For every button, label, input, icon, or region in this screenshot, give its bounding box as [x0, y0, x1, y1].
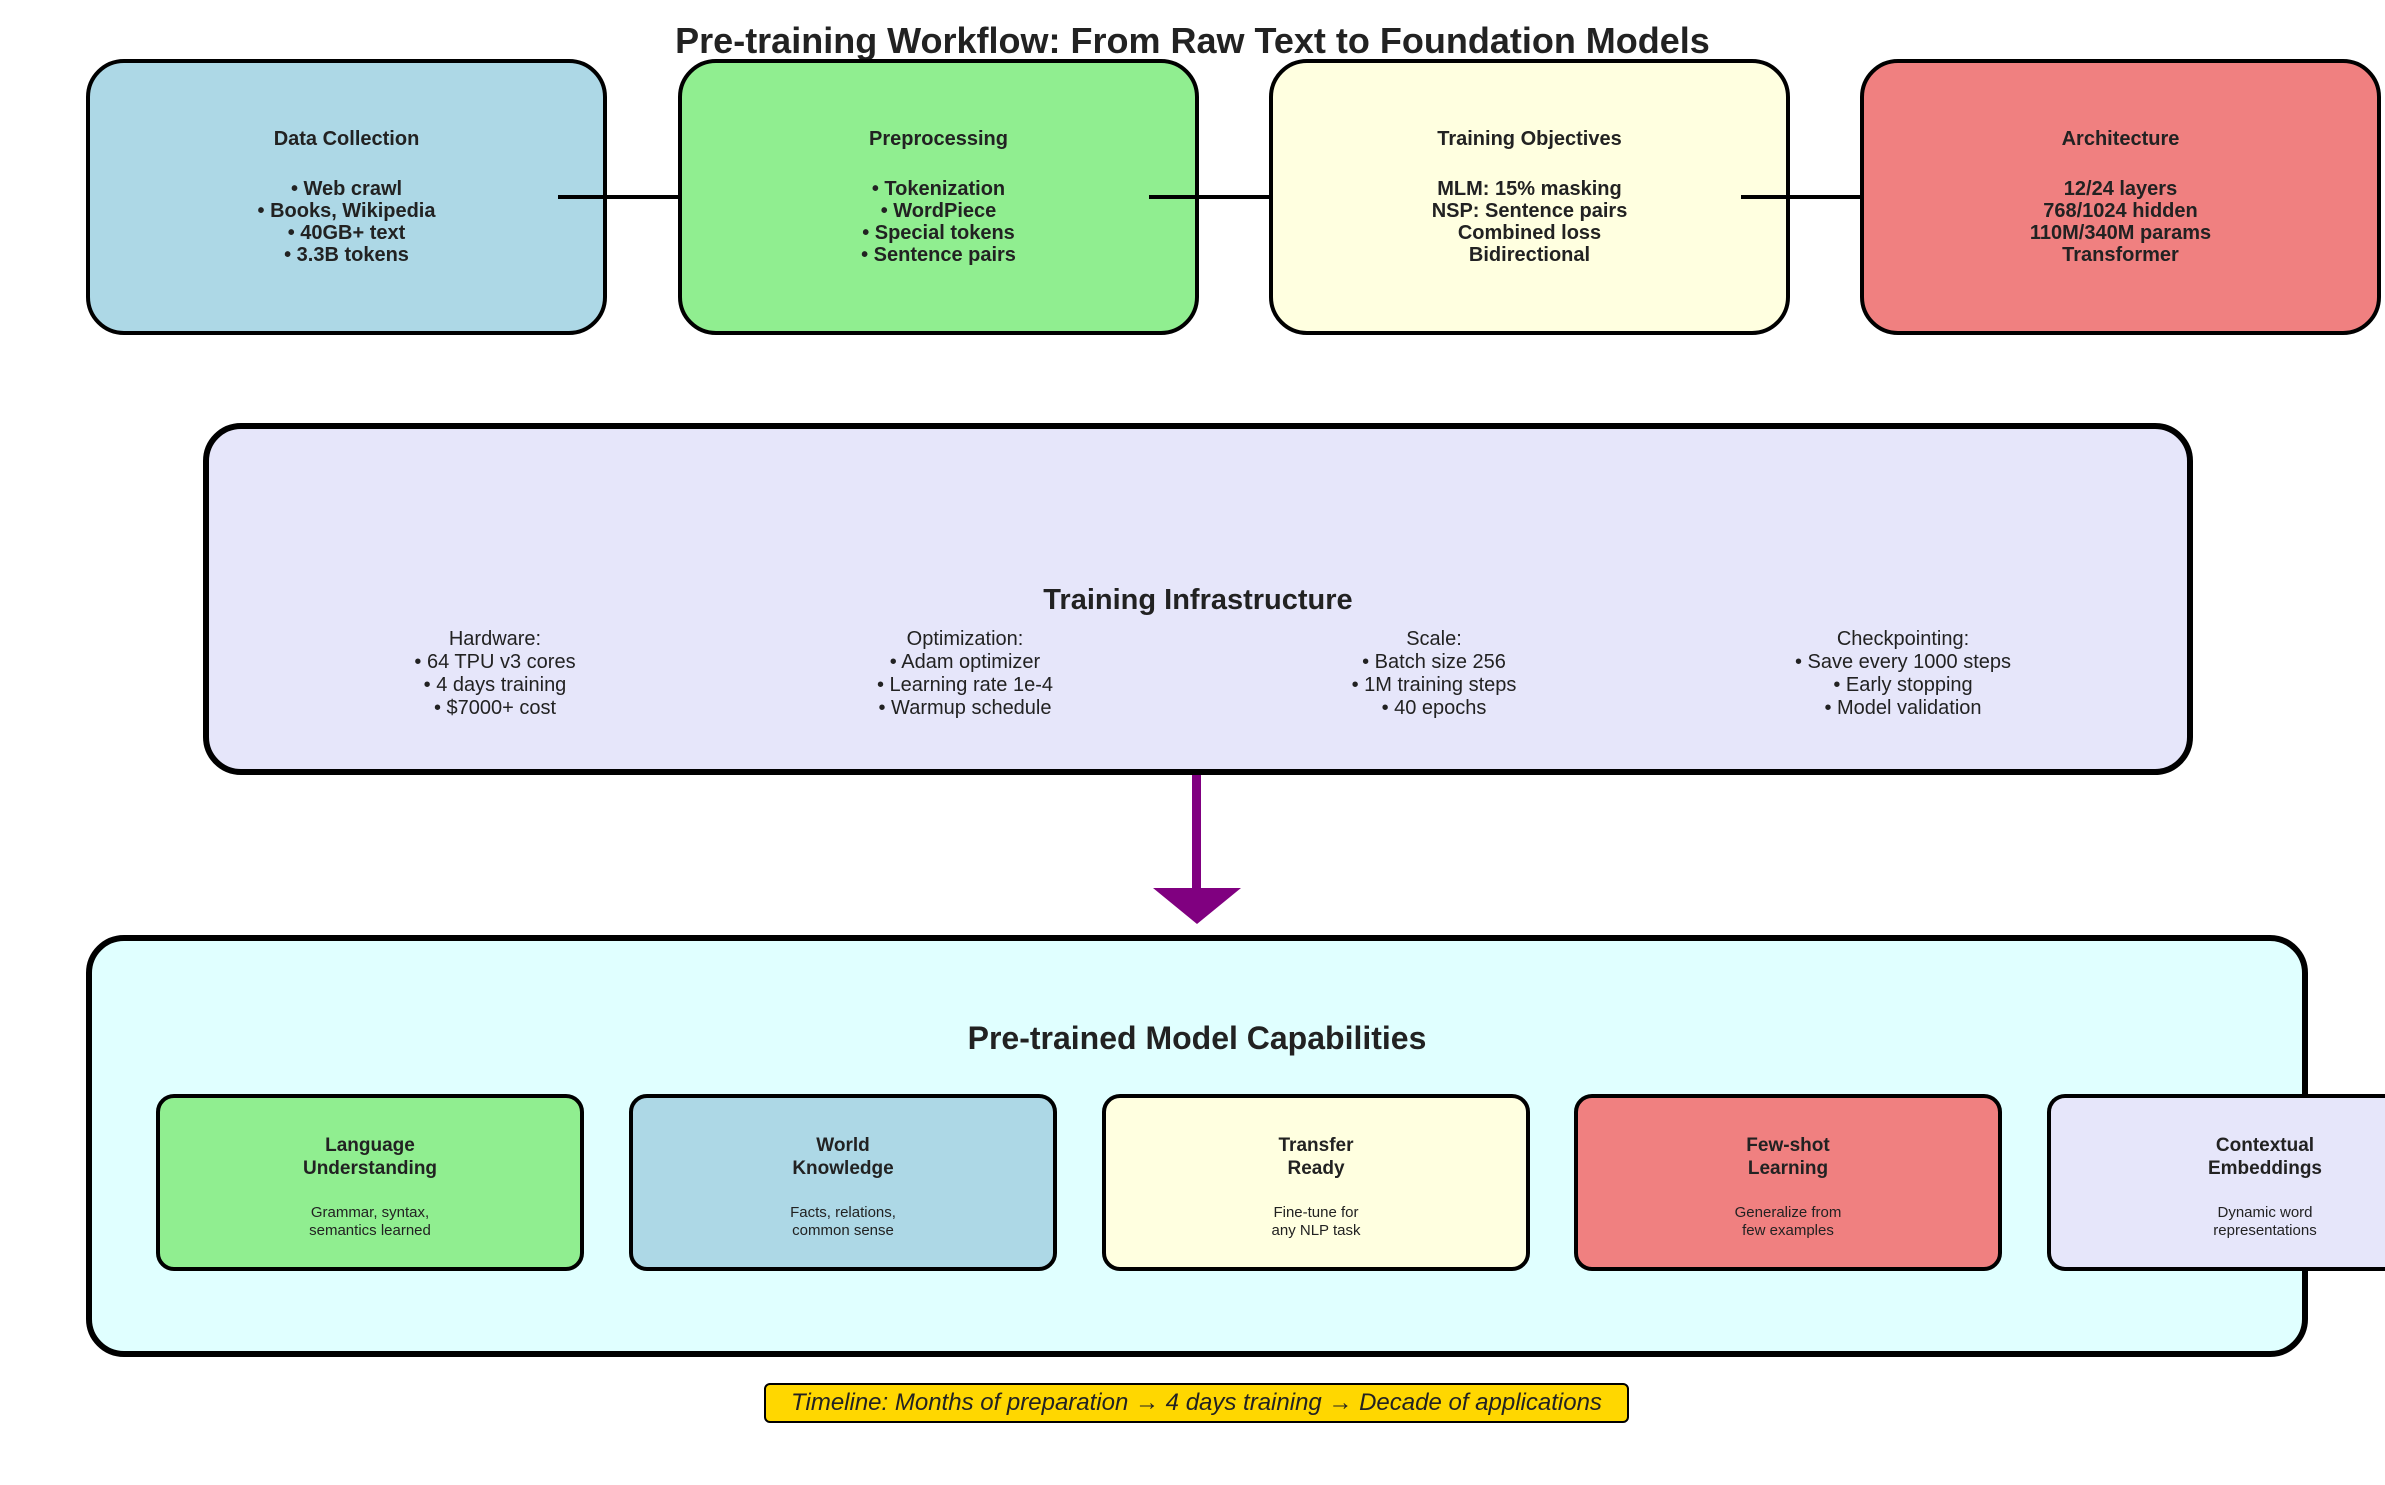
infra-line: • Warmup schedule — [878, 697, 1052, 719]
capability-desc-line: representations — [2213, 1222, 2317, 1239]
capability-title: Language Understanding — [160, 1134, 580, 1180]
infra-heading: Scale: — [1406, 628, 1462, 650]
infra-line: • Batch size 256 — [1362, 651, 1506, 673]
capability-title-line: Understanding — [302, 1158, 438, 1179]
diagram-title: Pre-training Workflow: From Raw Text to … — [675, 20, 1710, 61]
infra-line: • Early stopping — [1833, 674, 1973, 696]
stage-line: 110M/340M params — [2029, 222, 2212, 244]
capability-description: Generalize from few examples — [1578, 1204, 1998, 1240]
capability-desc-line: any NLP task — [1271, 1222, 1361, 1239]
stage-line: • Special tokens — [862, 222, 1015, 244]
capability-desc-line: Fine-tune for — [1273, 1204, 1359, 1221]
capability-title-line: Language — [325, 1135, 415, 1156]
panel-title: Pre-trained Model Capabilities — [967, 1020, 1427, 1056]
stage-line: • WordPiece — [880, 200, 997, 222]
capability-world-knowledge: World Knowledge Facts, relations, common… — [629, 1094, 1057, 1271]
infra-line: • 1M training steps — [1351, 674, 1517, 696]
capability-title-line: Ready — [1287, 1158, 1345, 1179]
capability-title: Transfer Ready — [1106, 1134, 1526, 1180]
flow-arrow-shaft — [1192, 775, 1201, 890]
stage-line: • Sentence pairs — [861, 244, 1016, 266]
infra-line: • 4 days training — [423, 674, 567, 696]
capability-language-understanding: Language Understanding Grammar, syntax, … — [156, 1094, 584, 1271]
capability-desc-line: Grammar, syntax, — [310, 1204, 430, 1221]
capability-title: Few-shot Learning — [1578, 1134, 1998, 1180]
capability-desc-line: semantics learned — [309, 1222, 431, 1239]
capability-title-line: Few-shot — [1746, 1135, 1830, 1156]
capability-description: Grammar, syntax, semantics learned — [160, 1204, 580, 1240]
timeline-banner: Timeline: Months of preparation → 4 days… — [764, 1383, 1629, 1423]
infra-line: • Adam optimizer — [889, 651, 1041, 673]
stage-line: • 3.3B tokens — [284, 244, 409, 266]
capability-title: Contextual Embeddings — [2051, 1134, 2385, 1180]
capability-title-line: World — [816, 1135, 870, 1156]
capability-title-line: Transfer — [1278, 1135, 1354, 1156]
capability-desc-line: Generalize from — [1734, 1204, 1842, 1221]
stage-lines: • Web crawl • Books, Wikipedia • 40GB+ t… — [258, 178, 436, 266]
flow-arrow-head-icon — [1153, 888, 1241, 924]
connector-line — [1741, 195, 1862, 199]
infra-heading: Optimization: — [906, 628, 1024, 650]
capability-description: Facts, relations, common sense — [633, 1204, 1053, 1240]
connector-line — [558, 195, 680, 199]
infra-line: • Model validation — [1824, 697, 1982, 719]
infra-line: • 64 TPU v3 cores — [414, 651, 576, 673]
infra-line: • Save every 1000 steps — [1794, 651, 2011, 673]
capability-title-line: Knowledge — [792, 1158, 894, 1179]
stage-lines: MLM: 15% masking NSP: Sentence pairs Com… — [1432, 178, 1628, 266]
stage-line: • Tokenization — [871, 178, 1006, 200]
stage-line: Bidirectional — [1468, 244, 1591, 266]
infra-heading: Hardware: — [448, 628, 542, 650]
stage-lines: 12/24 layers 768/1024 hidden 110M/340M p… — [2030, 178, 2211, 266]
stage-line: 12/24 layers — [2063, 178, 2178, 200]
training-infrastructure-panel: Training Infrastructure Hardware: • 64 T… — [203, 423, 2193, 775]
capability-title-line: Contextual — [2215, 1135, 2315, 1156]
stage-line: MLM: 15% masking — [1437, 178, 1622, 200]
stage-line: Transformer — [2062, 244, 2179, 266]
capability-few-shot-learning: Few-shot Learning Generalize from few ex… — [1574, 1094, 2002, 1271]
infra-line: • Learning rate 1e-4 — [876, 674, 1053, 696]
infra-column-optimization: Optimization: • Adam optimizer • Learnin… — [785, 628, 1145, 720]
capability-desc-line: Dynamic word — [2217, 1204, 2313, 1221]
stage-title: Preprocessing — [869, 128, 1008, 150]
panel-title: Training Infrastructure — [1043, 584, 1353, 616]
capability-desc-line: Facts, relations, — [790, 1204, 896, 1221]
stage-line: • 40GB+ text — [287, 222, 406, 244]
capability-title-line: Embeddings — [2207, 1158, 2322, 1179]
infra-line: • 40 epochs — [1381, 697, 1487, 719]
infra-line: • $7000+ cost — [433, 697, 557, 719]
stage-title: Architecture — [2061, 128, 2180, 150]
connector-line — [1149, 195, 1271, 199]
capability-desc-line: common sense — [792, 1222, 894, 1239]
stage-training-objectives: Training Objectives MLM: 15% masking NSP… — [1269, 59, 1790, 335]
stage-title: Data Collection — [273, 128, 420, 150]
stage-data-collection: Data Collection • Web crawl • Books, Wik… — [86, 59, 607, 335]
stage-line: • Books, Wikipedia — [257, 200, 436, 222]
stage-lines: • Tokenization • WordPiece • Special tok… — [861, 178, 1016, 266]
capability-transfer-ready: Transfer Ready Fine-tune for any NLP tas… — [1102, 1094, 1530, 1271]
stage-line: 768/1024 hidden — [2043, 200, 2198, 222]
infra-column-scale: Scale: • Batch size 256 • 1M training st… — [1254, 628, 1614, 720]
stage-title: Training Objectives — [1437, 128, 1622, 150]
stage-preprocessing: Preprocessing • Tokenization • WordPiece… — [678, 59, 1199, 335]
capability-title-line: Learning — [1747, 1158, 1829, 1179]
stage-line: Combined loss — [1457, 222, 1602, 244]
capability-contextual-embeddings: Contextual Embeddings Dynamic word repre… — [2047, 1094, 2385, 1271]
infra-column-hardware: Hardware: • 64 TPU v3 cores • 4 days tra… — [315, 628, 675, 720]
stage-line: • Web crawl — [290, 178, 403, 200]
stage-line: NSP: Sentence pairs — [1431, 200, 1628, 222]
capability-description: Dynamic word representations — [2051, 1204, 2385, 1240]
infra-heading: Checkpointing: — [1836, 628, 1970, 650]
stage-architecture: Architecture 12/24 layers 768/1024 hidde… — [1860, 59, 2381, 335]
capability-description: Fine-tune for any NLP task — [1106, 1204, 1526, 1240]
capability-desc-line: few examples — [1742, 1222, 1834, 1239]
capability-title: World Knowledge — [633, 1134, 1053, 1180]
infra-column-checkpointing: Checkpointing: • Save every 1000 steps •… — [1723, 628, 2083, 720]
